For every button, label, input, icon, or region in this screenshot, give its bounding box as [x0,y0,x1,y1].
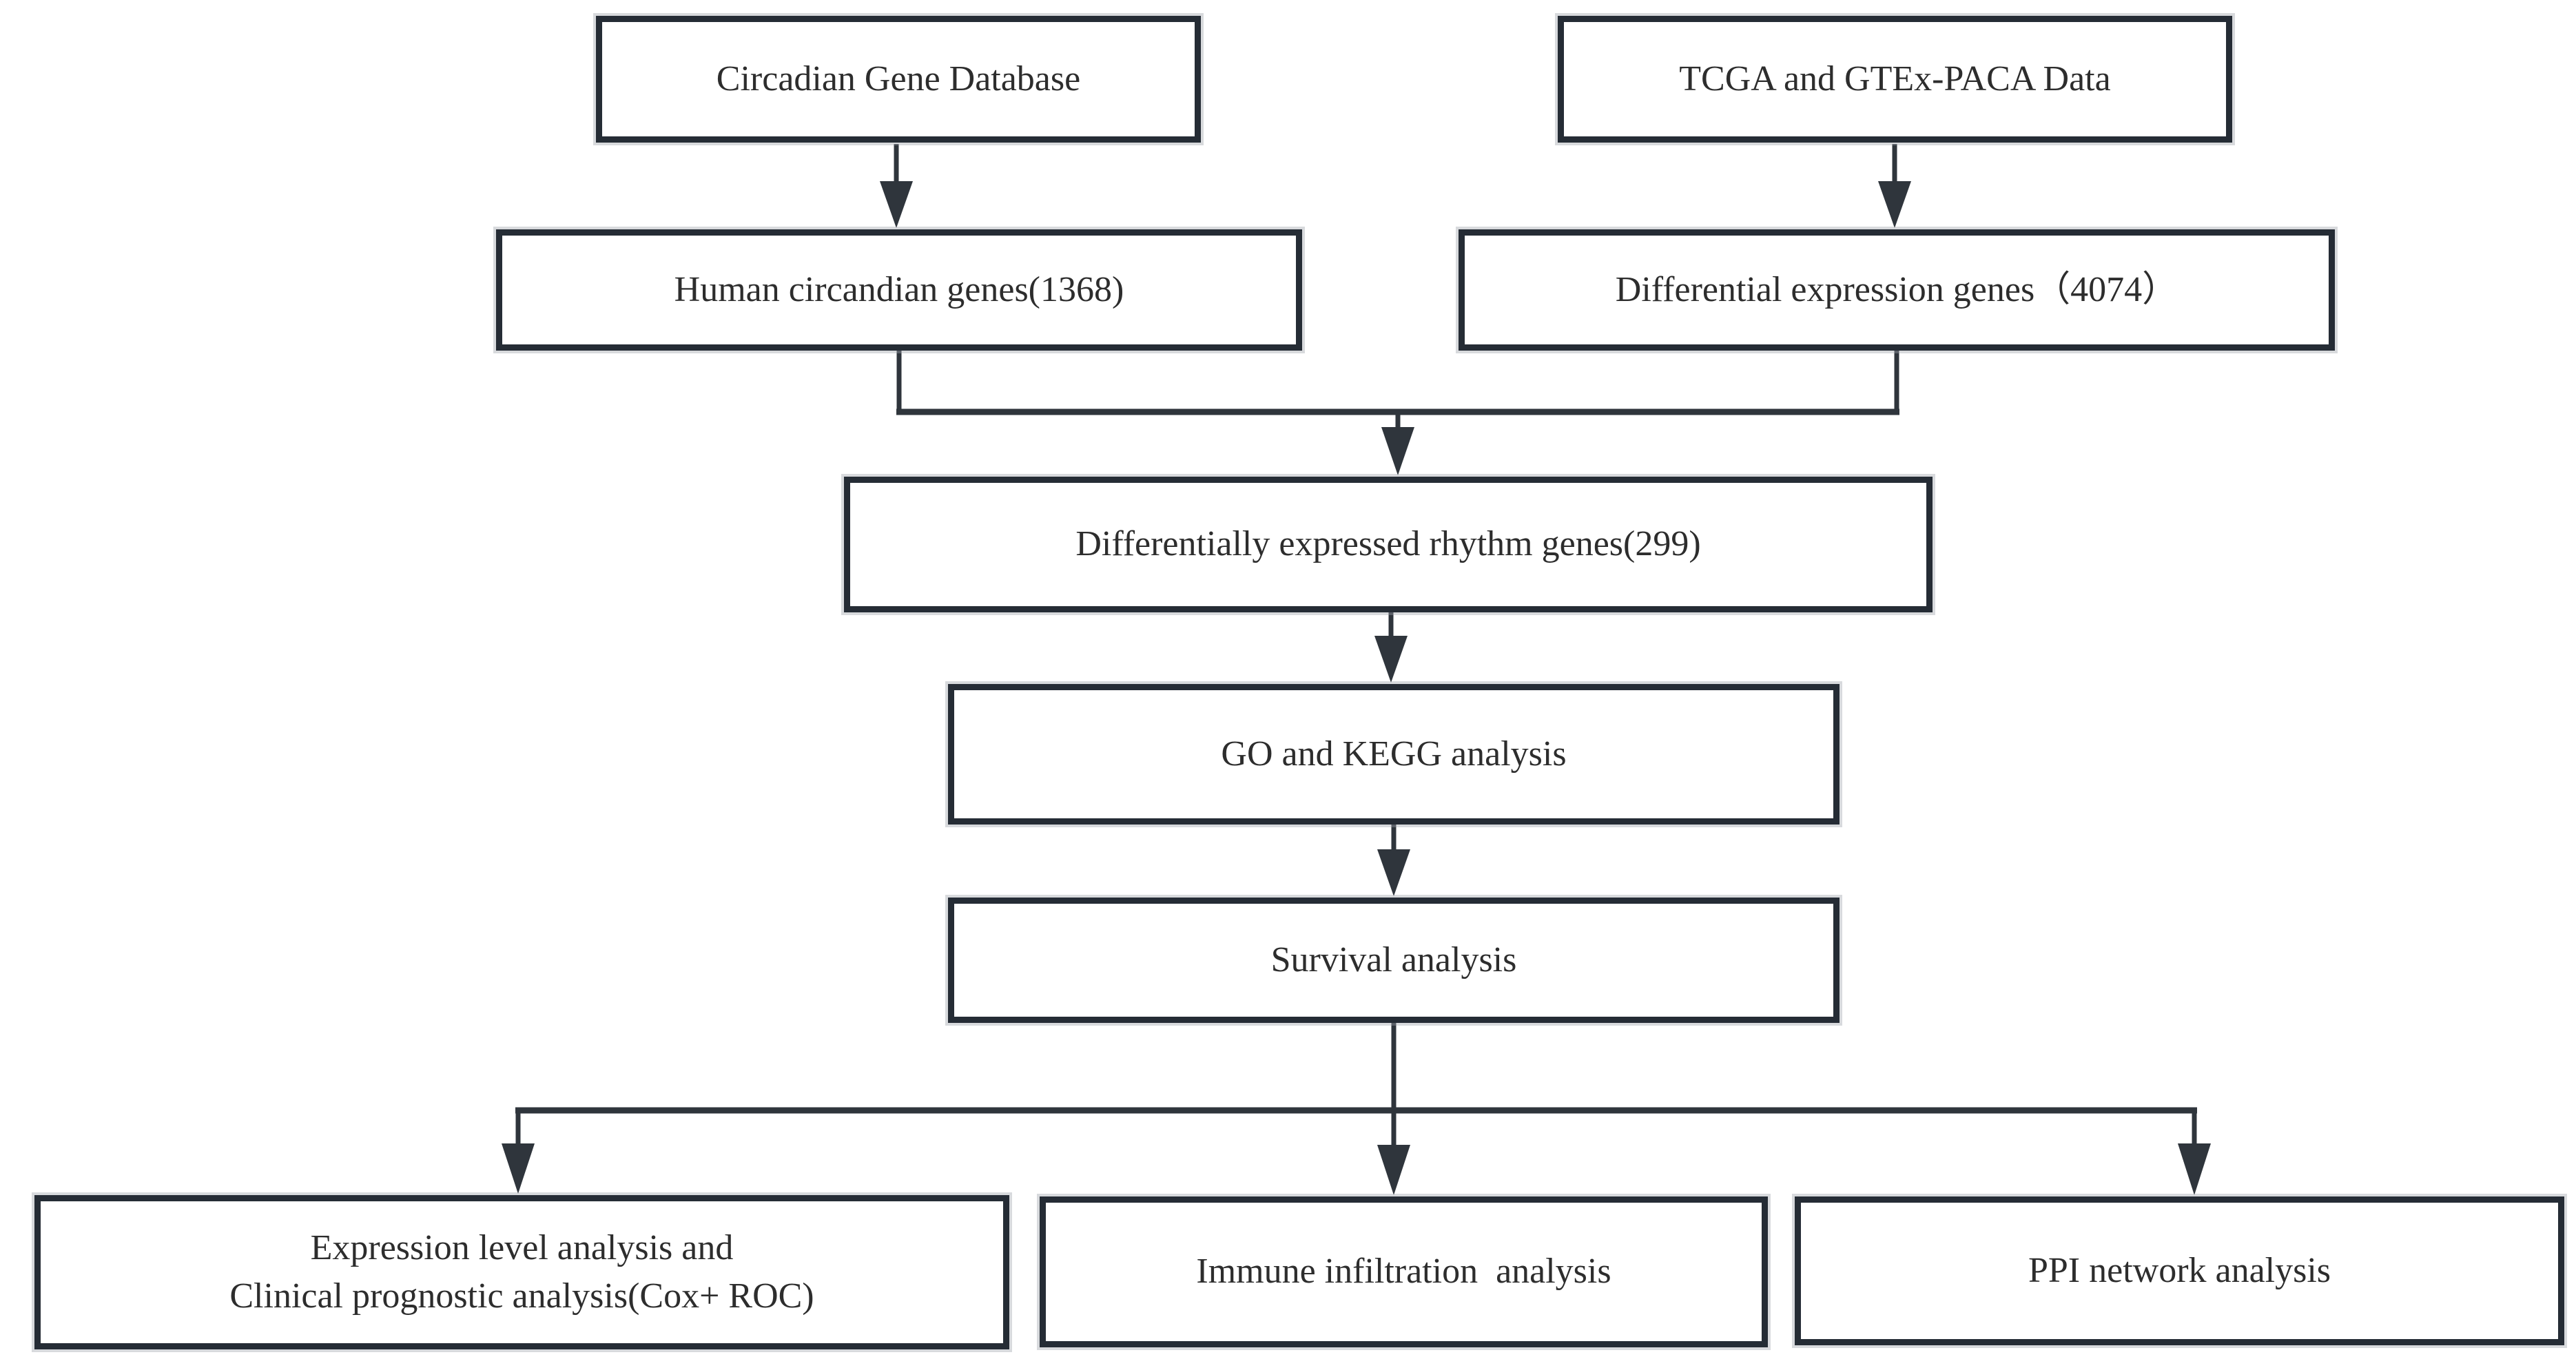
node-differential-expression-genes: Differential expression genes（4074） [1459,229,2335,351]
arrow-go-kegg-to-survival [1377,823,1410,896]
node-label: Circadian Gene Database [716,59,1081,99]
node-label: Human circandian genes(1368) [674,269,1124,309]
node-survival-analysis: Survival analysis [948,898,1840,1023]
node-circadian-gene-database: Circadian Gene Database [596,16,1201,143]
node-label: GO and KEGG analysis [1221,734,1567,774]
node-tcga-gtex-data: TCGA and GTEx-PACA Data [1558,16,2232,143]
node-expression-clinical-analysis: Expression level analysis and Clinical p… [34,1195,1009,1349]
node-immune-infiltration-analysis: Immune infiltration analysis [1040,1196,1768,1347]
node-label: Survival analysis [1270,940,1517,980]
node-label: Differentially expressed rhythm genes(29… [1075,524,1701,564]
node-ppi-network-analysis: PPI network analysis [1795,1196,2564,1345]
node-label: TCGA and GTEx-PACA Data [1679,59,2111,99]
node-label: PPI network analysis [2028,1250,2331,1290]
node-label: Differential expression genes（4074） [1615,269,2178,309]
node-go-kegg-analysis: GO and KEGG analysis [948,684,1840,825]
arrow-tcga-to-diff-expression [1878,144,1911,228]
arrow-diff-rhythm-to-go-kegg [1374,612,1408,683]
node-label: Expression level analysis and Clinical p… [229,1227,814,1316]
merge-connector-to-diff-rhythm [896,349,1899,475]
node-human-circadian-genes: Human circandian genes(1368) [496,229,1302,351]
node-label: Immune infiltration analysis [1196,1252,1611,1292]
branch-connector-from-survival [502,1022,2211,1195]
arrow-circadian-db-to-human-circadian [880,144,913,228]
node-differentially-expressed-rhythm-genes: Differentially expressed rhythm genes(29… [844,477,1933,612]
